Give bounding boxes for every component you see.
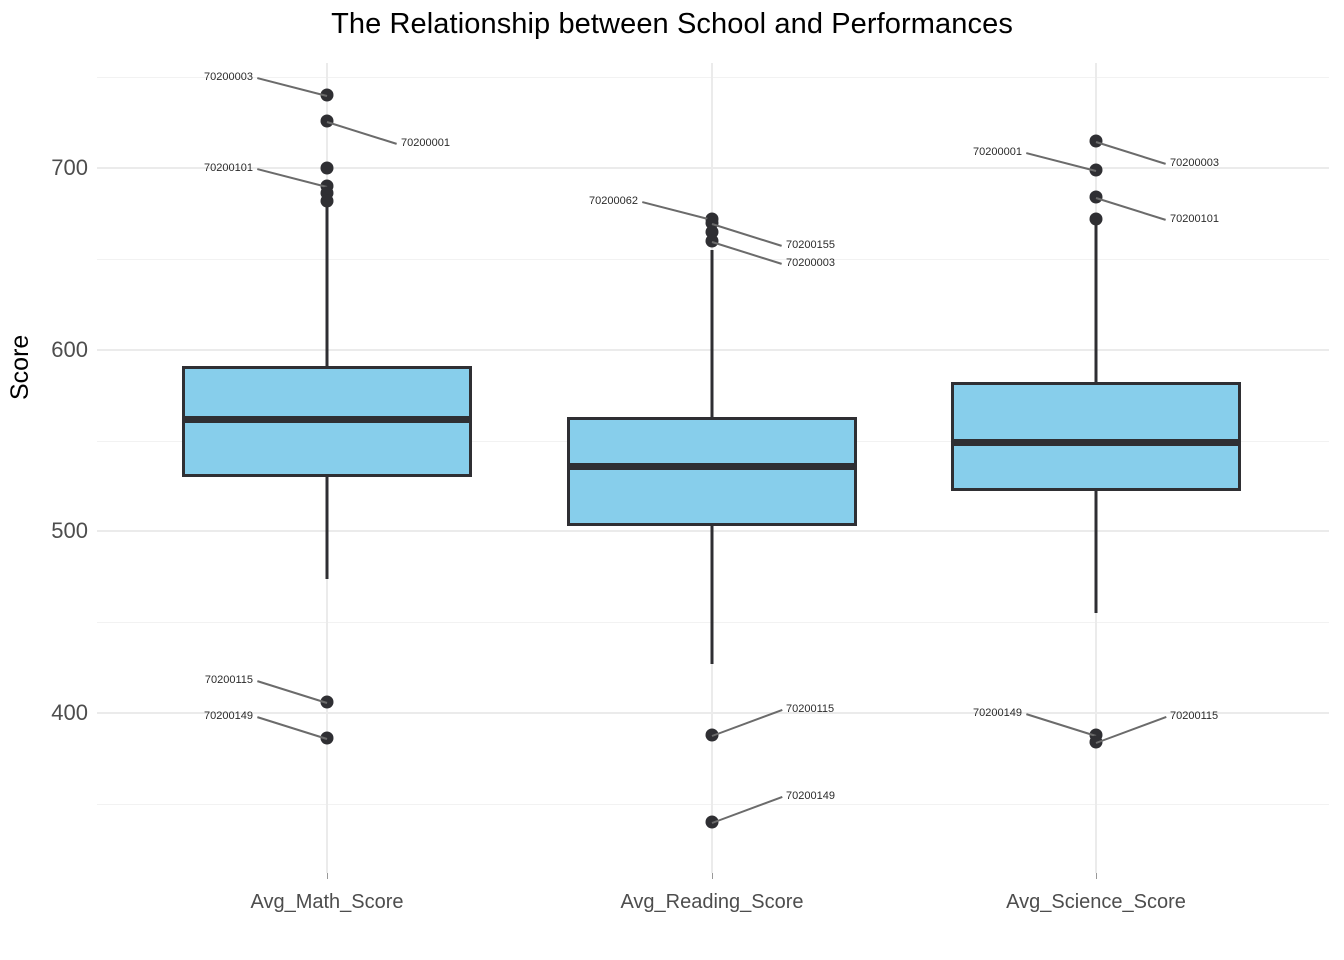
median-line (951, 439, 1241, 447)
leader-line (1095, 197, 1167, 222)
outlier-label: 70200001 (973, 145, 1022, 158)
page-title: The Relationship between School and Perf… (331, 8, 1013, 40)
box-Avg_Reading_Score[interactable] (567, 416, 857, 526)
x-axis-tick (1096, 873, 1097, 879)
whisker-lower (325, 476, 329, 579)
outlier-label: 70200101 (204, 162, 253, 175)
gridline-major (97, 712, 1329, 714)
outlier-label: 70200003 (1170, 156, 1219, 169)
outlier-label: 70200003 (204, 71, 253, 84)
leader-line (711, 222, 783, 247)
y-axis-tick-labels: 400 500 600 700 (0, 0, 88, 960)
x-axis-tick (712, 873, 713, 879)
whisker-upper (325, 193, 329, 366)
leader-line (1095, 716, 1167, 744)
outlier-point[interactable] (1089, 212, 1103, 226)
whisker-upper (1094, 218, 1098, 383)
gridline-major (97, 167, 1329, 169)
leader-line (326, 120, 398, 145)
x-axis-tick (327, 873, 328, 879)
median-line (182, 415, 472, 423)
outlier-point[interactable] (320, 194, 334, 208)
outlier-label: 70200101 (1170, 213, 1219, 226)
y-tick-label: 500 (51, 518, 88, 544)
outlier-point[interactable] (320, 161, 334, 175)
leader-line (256, 168, 328, 189)
whisker-upper (710, 249, 714, 417)
outlier-label: 70200155 (786, 238, 835, 251)
outlier-label: 70200001 (401, 136, 450, 149)
leader-line (256, 680, 328, 705)
whisker-lower (710, 525, 714, 664)
outlier-label: 70200115 (786, 702, 835, 715)
leader-line (1095, 140, 1167, 165)
outlier-label: 70200115 (204, 674, 253, 687)
outlier-label: 70200149 (973, 706, 1022, 719)
outlier-label: 70200062 (589, 194, 638, 207)
box-Avg_Science_Score[interactable] (951, 382, 1241, 492)
x-tick-label-2: Avg_Science_Score (1006, 891, 1186, 913)
y-tick-label: 400 (51, 700, 88, 725)
x-tick-label-0: Avg_Math_Score (250, 891, 404, 913)
outlier-label: 70200149 (204, 710, 253, 723)
x-tick-label-1: Avg_Reading_Score (620, 891, 804, 913)
whisker-lower (1094, 491, 1098, 614)
median-line (567, 462, 857, 470)
y-tick-label: 700 (51, 155, 88, 180)
leader-line (641, 200, 713, 221)
y-tick-label: 600 (51, 336, 88, 362)
outlier-label: 70200149 (786, 790, 835, 802)
gridline-minor (97, 77, 1329, 79)
outlier-label: 70200115 (1170, 710, 1219, 723)
gridline-minor (97, 803, 1329, 805)
leader-line (711, 240, 783, 265)
plot-panel: 70200003 70200001 70200101 70200115 70200149… (97, 63, 1329, 873)
leader-line (711, 796, 783, 824)
leader-line (256, 77, 328, 98)
leader-line (1025, 712, 1097, 737)
leader-line (256, 716, 328, 741)
outlier-label: 70200003 (786, 256, 835, 269)
